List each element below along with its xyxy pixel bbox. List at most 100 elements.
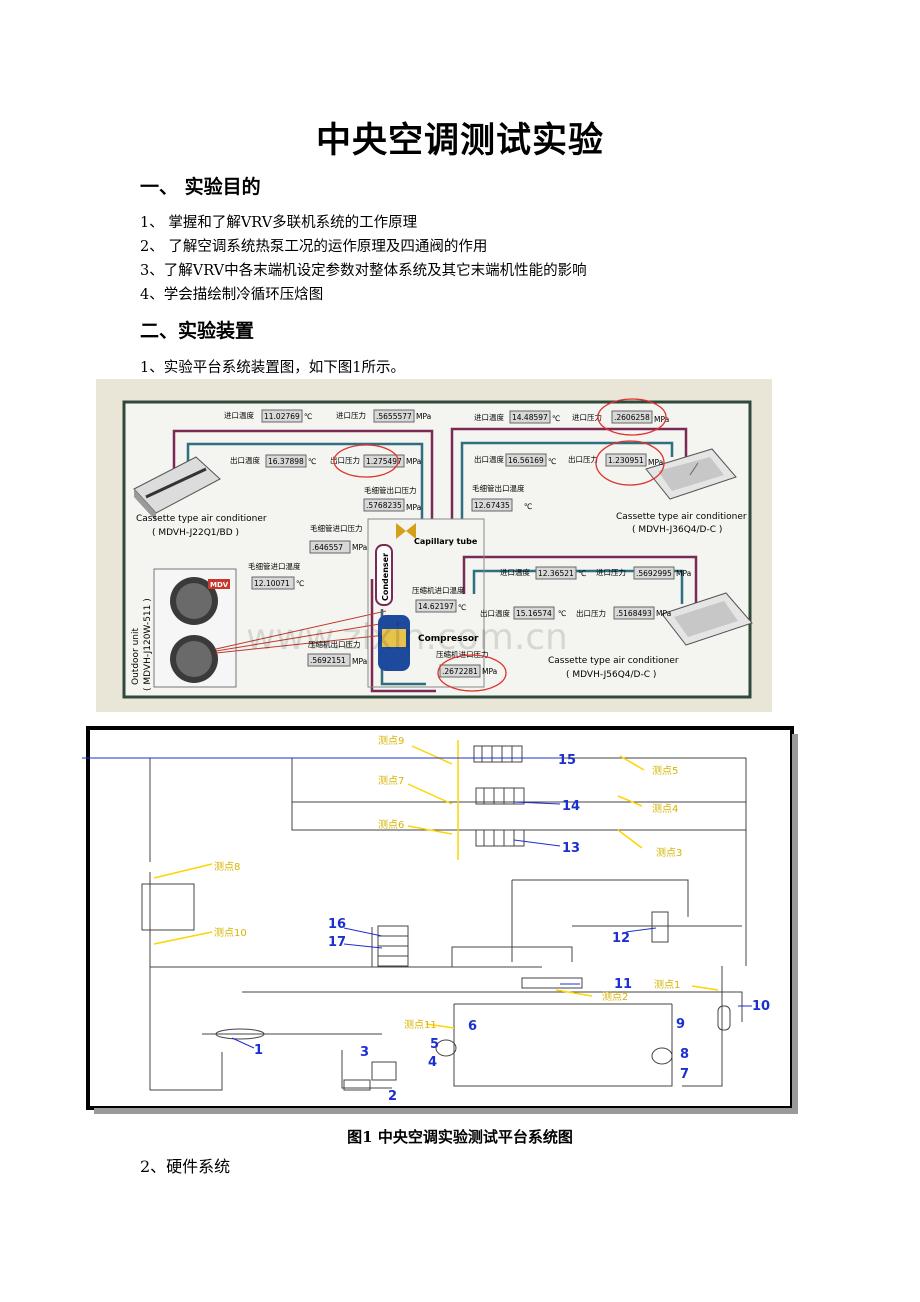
readout-label: 出口压力 [576, 608, 606, 618]
readout-unit: MPa [406, 457, 421, 466]
readout-value: 15.16574 [516, 609, 552, 618]
list-item: 4、学会描绘制冷循环压焓图 [140, 287, 324, 303]
measure-point-label: 测点6 [378, 818, 404, 831]
capillary-label: Capillary tube [414, 537, 478, 546]
piping [172, 427, 698, 693]
readout-value: 12.36521 [538, 569, 574, 578]
measure-point-label: 测点7 [378, 774, 404, 787]
component-number: 12 [612, 931, 630, 946]
measure-point-label: 测点1 [654, 978, 680, 991]
pointer-lines [215, 610, 387, 654]
outdoor-unit-name: Outdoor unit [131, 627, 141, 685]
readout-unit: MPa [352, 543, 367, 552]
component-number: 11 [614, 977, 632, 992]
readout-unit: ℃ [558, 609, 566, 618]
component-number: 2 [388, 1089, 397, 1104]
readout-unit: ℃ [524, 502, 532, 511]
readout-value: .5168493 [616, 609, 652, 618]
readout-unit: ℃ [458, 603, 466, 612]
readout-unit: ℃ [296, 579, 304, 588]
readout-label: 进口压力 [572, 412, 602, 422]
readout-label: 压缩机进口温度 [412, 585, 465, 595]
readout-unit: ℃ [548, 457, 556, 466]
readout-value: 1.275497 [366, 457, 402, 466]
measure-point-label: 测点10 [214, 926, 247, 939]
readout-label: 进口温度 [474, 412, 504, 422]
readout-label: 出口压力 [568, 454, 598, 464]
condenser-label: Condenser [381, 553, 390, 601]
component-number: 15 [558, 753, 576, 768]
component-number: 6 [468, 1019, 477, 1034]
readout-label: 出口温度 [480, 608, 510, 618]
readout-label: 出口压力 [330, 455, 360, 465]
readout-unit: MPa [352, 657, 367, 666]
readout-value: 11.02769 [264, 412, 300, 421]
measure-point-label: 测点5 [652, 764, 678, 777]
readout-label: 毛细管进口压力 [310, 523, 363, 533]
readout-label: 毛细管出口压力 [364, 485, 417, 495]
measure-point-label: 测点2 [602, 990, 628, 1003]
readout-unit: MPa [676, 569, 691, 578]
cassette-unit-left [133, 456, 221, 521]
readout-value: 14.62197 [418, 602, 454, 611]
unit-right-bottom-name: Cassette type air conditioner [548, 656, 679, 666]
component-number: 5 [430, 1037, 439, 1052]
readout-value: .2672281 [442, 667, 478, 676]
readout-value: .2606258 [614, 413, 650, 422]
component-number: 14 [562, 799, 580, 814]
component-number: 16 [328, 917, 346, 932]
readout-value: .5655577 [376, 412, 412, 421]
component-number: 3 [360, 1045, 369, 1060]
measure-labels: 测点9 测点7 测点6 测点5 测点4 测点3 测点8 测点10 测点2 测点1… [214, 734, 682, 1031]
readout-value: 16.37898 [268, 457, 304, 466]
unit-right-top-model: ( MDVH-J36Q4/D-C ) [632, 525, 722, 535]
pipe-lines [149, 757, 747, 1091]
measure-point-label: 测点9 [378, 734, 404, 747]
compressor-label: Compressor [418, 634, 479, 644]
cassette-unit-right-bottom [661, 592, 753, 646]
system-schematic-figure: 测点9 测点7 测点6 测点5 测点4 测点3 测点8 测点10 测点2 测点1… [82, 726, 798, 1114]
section-heading-hardware: 2、硬件系统 [140, 1157, 231, 1176]
readout-unit: MPa [406, 503, 421, 512]
readout-label: 进口温度 [500, 567, 530, 577]
readout-label: 毛细管进口温度 [248, 561, 301, 571]
readout-label: 出口温度 [474, 454, 504, 464]
readout-value: 16.56169 [508, 456, 544, 465]
cassette-unit-right-top [645, 448, 737, 500]
readout-value: .5692995 [636, 569, 672, 578]
readout-unit: ℃ [552, 414, 560, 423]
section-heading-apparatus: 二、实验装置 [140, 320, 255, 342]
readout-value: .5768235 [366, 501, 402, 510]
readout-unit: ℃ [308, 457, 316, 466]
readout-label: 出口温度 [230, 455, 260, 465]
measure-point-label: 测点4 [652, 802, 678, 815]
readout-label: 压缩机进口压力 [436, 649, 489, 659]
list-item: 1、 掌握和了解VRV多联机系统的工作原理 [140, 215, 418, 231]
readout-unit: ℃ [578, 569, 586, 578]
component-number: 9 [676, 1017, 685, 1032]
readout-unit: ℃ [304, 412, 312, 421]
component-number: 1 [254, 1043, 263, 1058]
readout-unit: MPa [648, 458, 663, 467]
readout-label: 进口温度 [224, 410, 254, 420]
highlight-circles [333, 398, 667, 692]
component-number: 13 [562, 841, 580, 856]
readout-value: 1.230951 [608, 456, 644, 465]
readout-label: 进口压力 [596, 567, 626, 577]
readout-label: 压缩机出口压力 [308, 639, 361, 649]
readout-label: 进口压力 [336, 410, 366, 420]
component-number: 8 [680, 1047, 689, 1062]
readout-value: .646557 [312, 543, 343, 552]
number-leaders [82, 757, 752, 1049]
readout-value: 12.10071 [254, 579, 290, 588]
readout-unit: MPa [482, 667, 497, 676]
outdoor-unit [153, 568, 237, 688]
component-box [367, 518, 485, 688]
outdoor-unit-model: ( MDVH-J120W-511 ) [143, 598, 153, 691]
measure-point-label: 测点11 [404, 1018, 437, 1031]
section-heading-purpose: 一、 实验目的 [140, 176, 261, 198]
measure-point-label: 测点8 [214, 860, 240, 873]
component-number: 7 [680, 1067, 689, 1082]
component-number: 10 [752, 999, 770, 1014]
measure-point-label: 测点3 [656, 846, 682, 859]
